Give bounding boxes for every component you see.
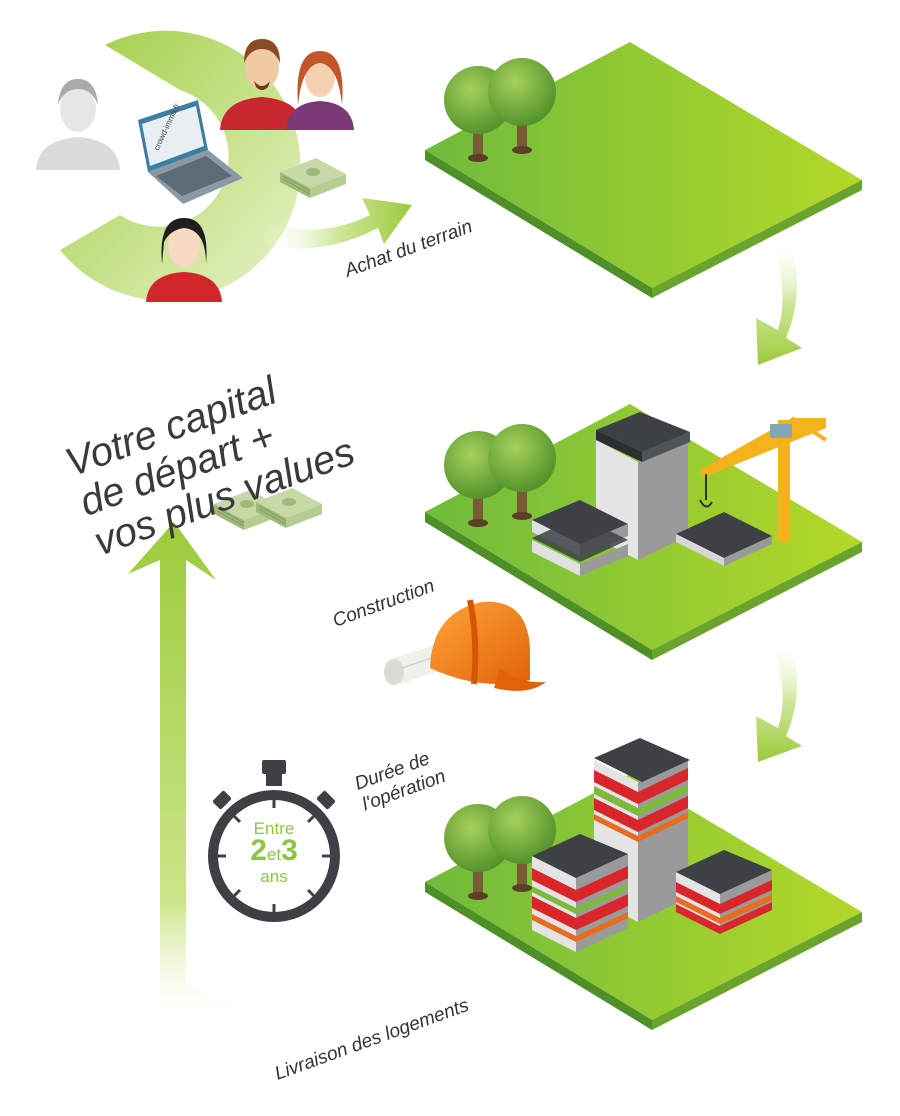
- timer-ans: ans: [260, 867, 288, 886]
- building-icon: [676, 512, 772, 566]
- arrow-icon: [756, 240, 802, 365]
- arrow-icon: [262, 198, 412, 249]
- crane-icon: [699, 416, 828, 542]
- building-icon: [532, 834, 628, 952]
- arrow-icon: [128, 522, 232, 1030]
- person-avatar-icon: [286, 51, 354, 130]
- timer-entre: Entre: [253, 819, 295, 838]
- investors-circle-arc: [60, 30, 301, 301]
- building-icon: [676, 850, 772, 934]
- person-avatar-icon: [36, 79, 120, 170]
- timer-num-a: 2: [250, 834, 267, 867]
- person-avatar-icon: [146, 218, 222, 302]
- person-avatar-icon: [220, 39, 304, 130]
- laptop-icon: [138, 100, 243, 204]
- helmet-icon: [384, 599, 546, 691]
- stopwatch-icon: [208, 760, 340, 922]
- building-icon: [532, 500, 628, 576]
- timer-et: et: [266, 845, 282, 864]
- livraison-tile: [425, 738, 862, 1030]
- timer-range: 2et3: [232, 836, 316, 868]
- terrain-tile: [425, 42, 862, 298]
- arrow-icon: [756, 640, 802, 762]
- timer-duration-text: Entre 2et3 ans: [232, 820, 316, 886]
- construction-tile: [425, 404, 862, 660]
- timer-num-b: 3: [281, 834, 298, 867]
- investors-group: [36, 30, 412, 302]
